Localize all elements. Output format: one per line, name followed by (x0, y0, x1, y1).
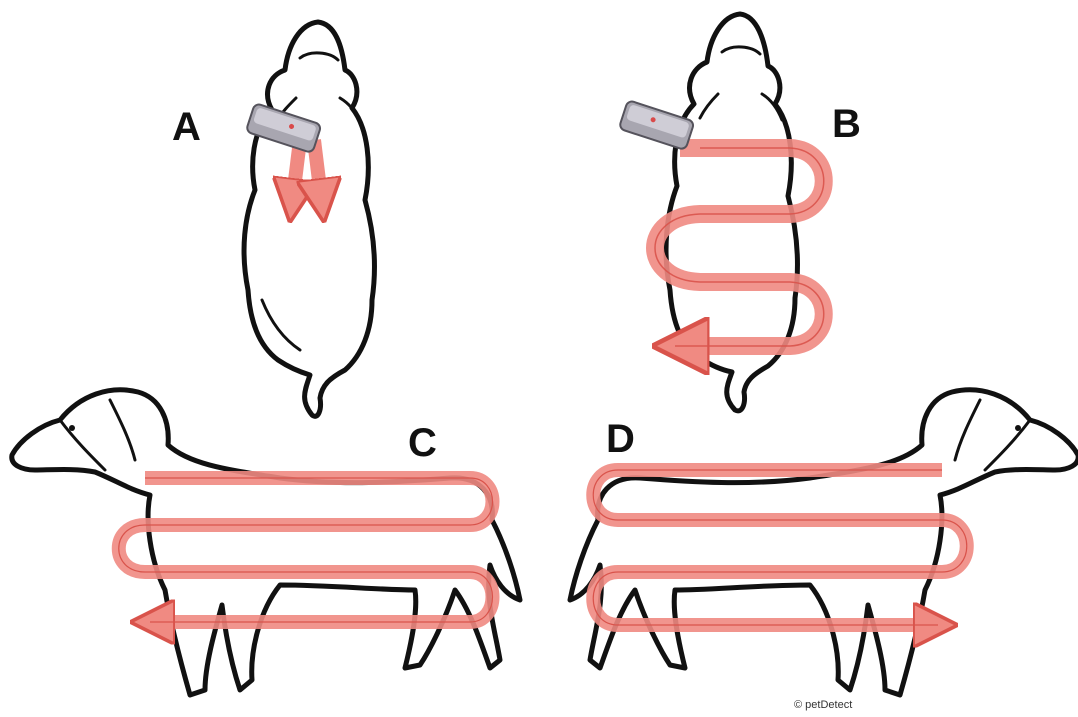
panel-d: D (570, 390, 1078, 695)
dog-top-view-a (244, 22, 374, 416)
panel-label-a: A (172, 105, 201, 149)
dog-side-view-c (12, 390, 520, 695)
dog-side-view-d (570, 390, 1078, 695)
panel-b: B (619, 14, 861, 411)
panel-c: C (12, 390, 520, 695)
copyright-credit: © petDetect (794, 699, 852, 711)
panel-label-b: B (832, 102, 861, 146)
panel-a: A (172, 22, 374, 416)
microchip-scanner-icon (619, 100, 695, 150)
panel-label-d: D (606, 417, 635, 461)
panel-label-c: C (408, 421, 437, 465)
